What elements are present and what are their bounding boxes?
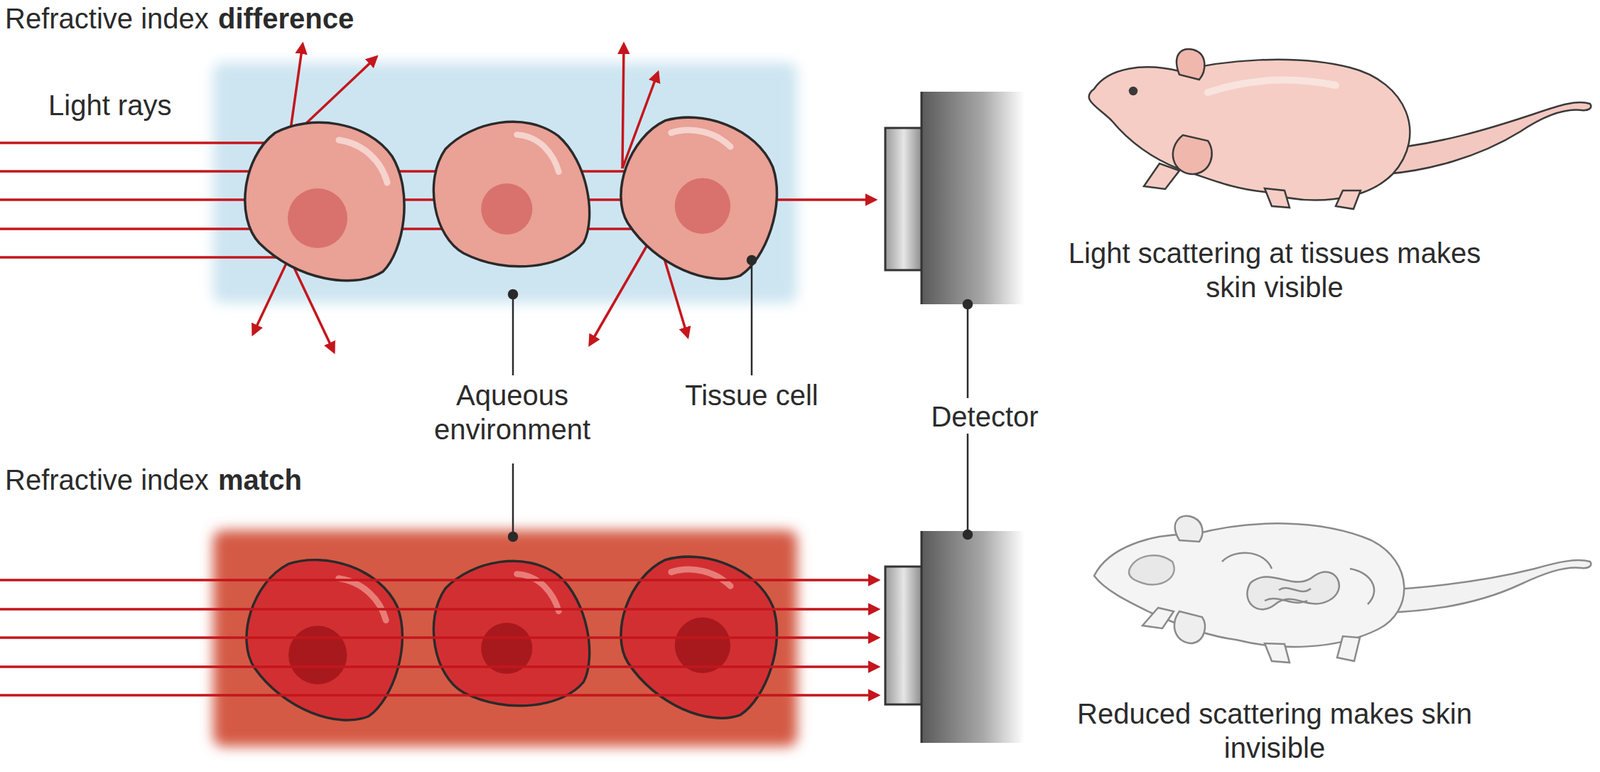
tissue-cells	[245, 101, 792, 292]
detector-top	[885, 91, 1025, 305]
light-rays-matched	[0, 579, 879, 695]
panel-title-emphasis: match	[218, 462, 304, 497]
tissue-cells-matched	[234, 540, 792, 731]
panel-title: Refractive index	[4, 462, 211, 497]
mouse-visible	[1089, 49, 1592, 209]
aqueous-region	[213, 62, 798, 303]
light-rays	[0, 44, 876, 352]
callout-label: Tissue cell	[684, 377, 820, 413]
leader-lines	[508, 255, 972, 541]
ray-label: Light rays	[48, 88, 174, 123]
callout-label: Aqueous environment	[405, 377, 619, 447]
detector-bottom	[885, 530, 1025, 743]
caption-text: Reduced scattering makes skin invisible	[1047, 696, 1502, 765]
callout-label: Detector	[930, 399, 1040, 434]
panel-title-emphasis: difference	[218, 1, 356, 36]
caption-text: Light scattering at tissues makes skin v…	[1047, 235, 1502, 305]
mouse-invisible	[1094, 515, 1591, 663]
panel-title: Refractive index	[4, 1, 211, 36]
